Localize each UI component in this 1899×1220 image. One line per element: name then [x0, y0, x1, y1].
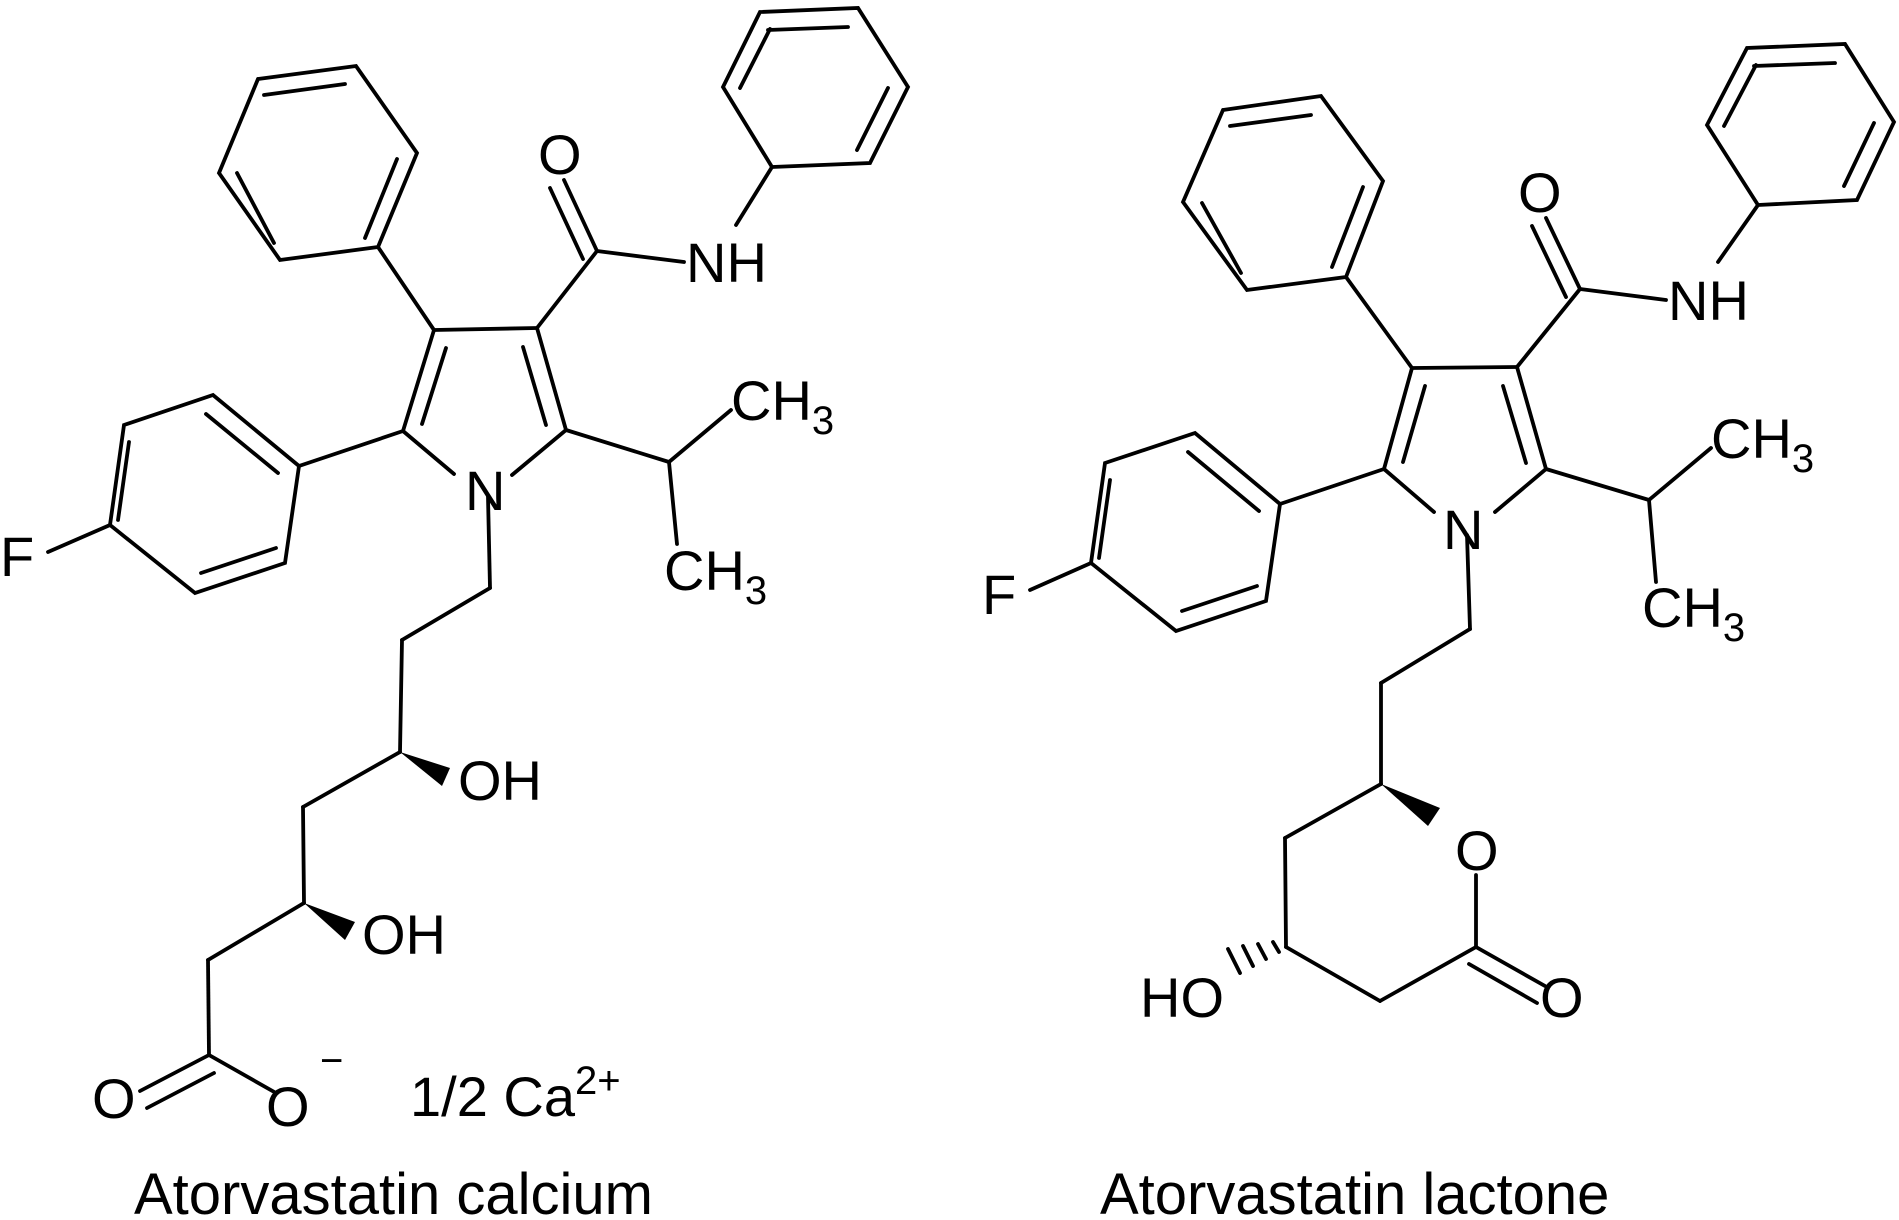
caption-atorvastatin-calcium: Atorvastatin calcium	[134, 1162, 653, 1220]
wedge-bond-2	[304, 903, 355, 940]
nitrogen-label: N	[465, 459, 505, 522]
methyl-1-text: CH	[731, 369, 812, 432]
carbonyl-oxygen-label: O	[92, 1067, 136, 1130]
ring-oxygen-label: O	[1455, 819, 1499, 882]
atom-labels-calcium: F N O NH CH3 CH3 OH OH O O − 1/2 Ca2+	[0, 123, 834, 1138]
methyl-1-label: CH3	[731, 369, 834, 443]
wedge-bond-lactone	[1381, 784, 1440, 826]
hydroxyl-label: HO	[1140, 966, 1224, 1029]
methyl-2-subscript: 3	[745, 569, 767, 613]
methyl-2-text: CH	[664, 539, 745, 602]
amide-nh-label: NH	[686, 231, 767, 294]
methyl-2-subscript: 3	[1723, 606, 1745, 650]
carboxylate-oxygen-label: O	[266, 1075, 310, 1138]
bonds-calcium	[46, 6, 911, 1110]
amide-oxygen-label: O	[1518, 161, 1562, 224]
methyl-1-subscript: 3	[812, 399, 834, 443]
carbonyl-oxygen-label: O	[1540, 966, 1584, 1029]
bonds-lactone	[1028, 42, 1897, 1005]
caption-atorvastatin-lactone: Atorvastatin lactone	[1100, 1162, 1609, 1220]
fluorine-label: F	[982, 563, 1016, 626]
hydroxyl-2-label: OH	[362, 903, 446, 966]
atom-labels-lactone: F N O NH CH3 CH3 O O HO	[982, 161, 1814, 1029]
wedge-bond-1	[400, 752, 450, 786]
nitrogen-label: N	[1443, 498, 1483, 561]
negative-charge-label: −	[320, 1039, 343, 1083]
methyl-2-label: CH3	[1642, 576, 1745, 650]
methyl-1-text: CH	[1711, 407, 1792, 470]
counterion-label: 1/2 Ca2+	[410, 1059, 621, 1128]
molecule-atorvastatin-calcium: F N O NH CH3 CH3 OH OH O O − 1/2 Ca2+ At…	[0, 6, 911, 1220]
hydroxyl-1-label: OH	[458, 749, 542, 812]
amide-oxygen-label: O	[538, 123, 582, 186]
fluorine-label: F	[0, 525, 34, 588]
counterion-charge: 2+	[575, 1059, 621, 1103]
methyl-2-label: CH3	[664, 539, 767, 613]
methyl-2-text: CH	[1642, 576, 1723, 639]
counterion-text: 1/2 Ca	[410, 1065, 576, 1128]
methyl-1-subscript: 3	[1792, 437, 1814, 481]
molecule-atorvastatin-lactone: F N O NH CH3 CH3 O O HO Atorvastatin lac…	[982, 42, 1897, 1220]
methyl-1-label: CH3	[1711, 407, 1814, 481]
amide-nh-label: NH	[1668, 269, 1749, 332]
